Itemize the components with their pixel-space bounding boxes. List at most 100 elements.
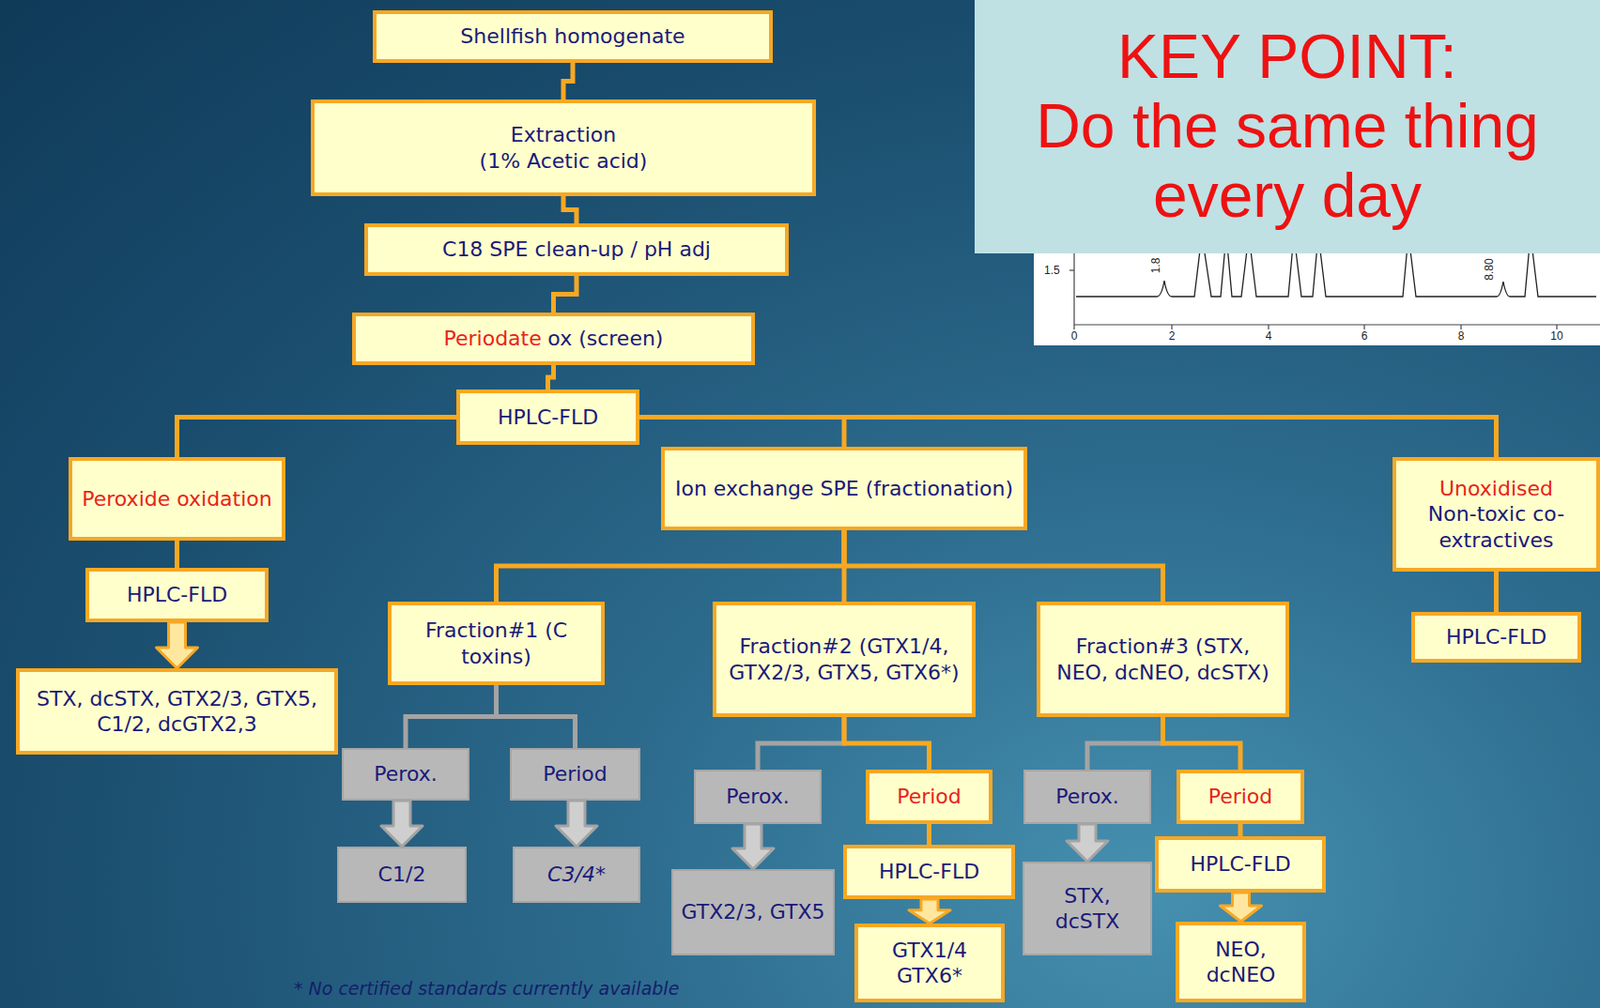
box-text: GTX2/3, GTX5 [680,899,826,926]
text-holder: Extraction(1% Acetic acid) [322,122,805,174]
text-holder: HPLC-FLD [96,582,258,609]
text-holder: Peroxide oxidation [79,486,275,513]
box-text: Shellfish homogenate [384,23,762,50]
box-text: Ion exchange SPE (fractionation) [672,476,1016,503]
process-box: HPLC-FLD [1411,612,1582,663]
process-box: Shellfish homogenate [372,10,773,63]
box-text: Non-toxic co-extractives [1403,501,1589,554]
process-box: Period [1176,769,1305,825]
box-text: HPLC-FLD [854,859,1004,886]
text-holder: STX, dcSTX [1031,883,1143,936]
text-holder: Periodateox (screen) [363,325,744,353]
text-holder: C3/4* [522,861,631,889]
connector-line [1493,571,1499,613]
connector-line [553,276,578,313]
connector-line [177,417,458,459]
text-holder: C1/2 [346,861,458,889]
text-holder: Perox. [351,761,461,788]
fraction-box: Fraction#1 (C toxins) [387,601,605,686]
connector-line [1087,717,1164,770]
inactive-step-box: Perox. [1023,769,1152,825]
text-holder: Ion exchange SPE (fractionation) [672,476,1016,503]
box-text: STX, dcSTX [1031,883,1143,936]
text-holder: UnoxidisedNon-toxic co-extractives [1403,476,1589,554]
connector-line [405,685,497,749]
box-text: Perox. [703,784,813,811]
result-box: GTX1/4 GTX6* [854,923,1005,1003]
connector-line [844,530,1164,602]
result-box: STX, dcSTX, GTX2/3, GTX5, C1/2, dcGTX2,3 [15,668,339,755]
text-holder: NEO, dcNEO [1186,937,1295,989]
box-text: Fraction#2 (GTX1/4, GTX2/3, GTX5, GTX6*) [723,633,965,686]
box-text: C1/2 [346,861,458,889]
axis-tick-label: 4 [1265,329,1273,343]
box-text: STX, dcSTX, GTX2/3, GTX5, C1/2, dcGTX2,3 [27,686,327,739]
box-text: Extraction [322,122,805,149]
process-box: HPLC-FLD [1154,836,1326,893]
process-box: Peroxide oxidation [68,457,286,541]
box-text: C18 SPE clean-up / pH adj [375,236,778,263]
block-arrow [908,899,951,924]
text-holder: Fraction#1 (C toxins) [399,617,594,670]
result-box: NEO, dcNEO [1175,922,1307,1003]
box-text: Period [876,784,982,811]
box-text: ox (screen) [547,326,663,351]
text-holder: GTX1/4 GTX6* [865,938,994,990]
box-text: C3/4* [522,861,631,889]
text-holder: Period [519,761,631,788]
box-text: Period [519,761,631,788]
axis-tick-label: 0 [1071,329,1078,343]
inactive-step-box: Period [509,748,641,801]
text-holder: Fraction#3 (STX, NEO, dcNEO, dcSTX) [1047,633,1278,686]
box-text: Periodate [444,326,542,351]
box-text: Fraction#3 (STX, NEO, dcNEO, dcSTX) [1047,633,1278,686]
box-text: HPLC-FLD [467,404,629,431]
text-holder: Fraction#2 (GTX1/4, GTX2/3, GTX5, GTX6*) [723,633,965,686]
block-arrow [1066,824,1108,862]
process-box: UnoxidisedNon-toxic co-extractives [1392,457,1600,572]
block-arrow [381,800,423,847]
connector-line [496,685,576,749]
box-text: HPLC-FLD [96,582,258,609]
process-box: HPLC-FLD [456,389,640,446]
axis-value: 1.5 [1044,263,1061,277]
fraction-box: Fraction#2 (GTX1/4, GTX2/3, GTX5, GTX6*) [712,601,976,718]
block-arrow [732,824,774,870]
connector-line [639,417,845,448]
connector-line [1238,824,1244,837]
text-holder: Period [876,784,982,811]
inactive-result-box: C3/4* [512,846,641,904]
inactive-result-box: C1/2 [337,846,467,904]
text-holder: Period [1187,784,1293,811]
process-box: Periodateox (screen) [352,312,755,366]
box-text: Period [1187,784,1293,811]
key-point-panel: KEY POINT:Do the same thing every day [974,0,1600,254]
inactive-result-box: GTX2/3, GTX5 [671,869,835,956]
process-box: C18 SPE clean-up / pH adj [364,223,789,277]
text-holder: HPLC-FLD [854,859,1004,886]
text-holder: Shellfish homogenate [384,23,762,50]
text-holder: HPLC-FLD [1422,624,1570,651]
peak-label: 1.8 [1149,258,1163,275]
text-holder: HPLC-FLD [467,404,629,431]
connector-line [563,196,577,224]
inactive-result-box: STX, dcSTX [1022,861,1153,956]
text-holder: HPLC-FLD [1166,851,1315,878]
inactive-step-box: Perox. [693,769,822,825]
process-box: Ion exchange SPE (fractionation) [661,446,1028,531]
text-holder: KEY POINT:Do the same thing every day [984,22,1591,231]
fraction-box: Fraction#3 (STX, NEO, dcNEO, dcSTX) [1036,601,1290,718]
process-box: Extraction(1% Acetic acid) [310,99,816,197]
box-text: (1% Acetic acid) [322,148,805,175]
text-holder: Perox. [703,784,813,811]
key-point-text: KEY POINT: [984,22,1591,93]
footnote: * No certified standards currently avail… [293,977,679,1000]
box-text: Perox. [351,761,461,788]
connector-line [174,540,180,569]
box-text: Fraction#1 (C toxins) [399,617,594,670]
box-text: GTX1/4 GTX6* [865,938,994,990]
axis-tick-label: 10 [1550,329,1563,343]
axis-tick-label: 8 [1458,329,1465,343]
text-holder: GTX2/3, GTX5 [680,899,826,926]
